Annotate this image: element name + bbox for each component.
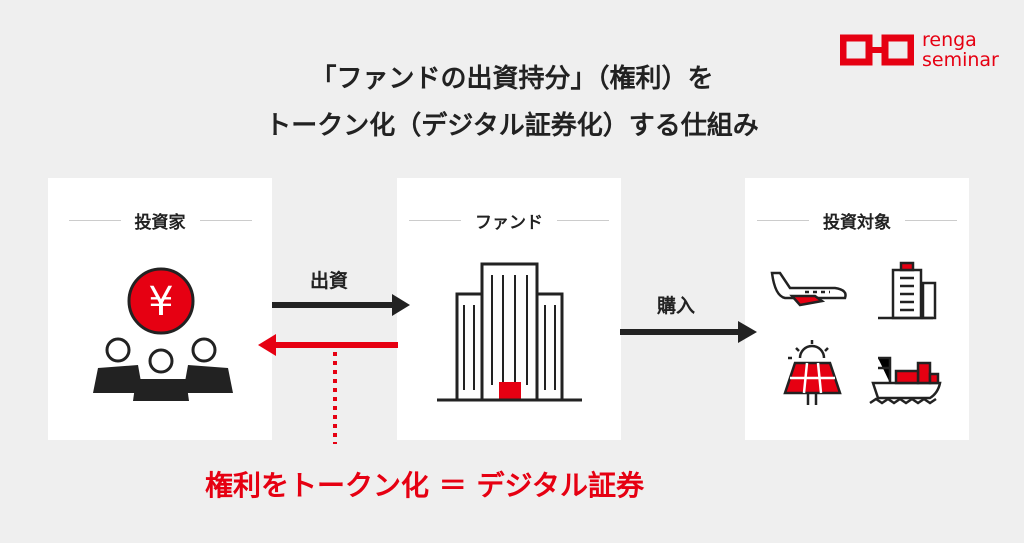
solar-panel-icon [783, 340, 842, 405]
investment-icons [770, 261, 942, 405]
investment-target-card: 投資対象 [745, 178, 969, 440]
investor-label: 投資家 [134, 213, 186, 233]
renga-logo-icon [840, 34, 914, 66]
purchase-arrow [620, 321, 757, 343]
office-buildings-icon [878, 261, 937, 320]
yen-icon: ¥ [148, 279, 173, 325]
dotted-line [333, 352, 337, 444]
investor-card: 投資家 ¥ [48, 178, 272, 440]
cargo-ship-icon [869, 356, 942, 405]
airplane-icon [770, 271, 847, 307]
fund-card: ファンド [397, 178, 621, 440]
title-line1: 「ファンドの出資持分」（権利）を [310, 64, 714, 94]
invest-label: 出資 [310, 270, 349, 292]
building-icon [437, 262, 582, 402]
caption: 権利をトークン化 ＝ デジタル証券 [205, 469, 644, 502]
title-line2: トークン化（デジタル証券化）する仕組み [265, 111, 759, 141]
investment-target-label: 投資対象 [823, 213, 891, 233]
logo-line2: seminar [922, 49, 999, 71]
investors-icon: ¥ [93, 267, 233, 401]
logo-line1: renga [922, 29, 977, 51]
fund-label: ファンド [475, 213, 543, 233]
rights-arrow [258, 334, 398, 356]
invest-arrow [272, 294, 410, 316]
purchase-label: 購入 [657, 295, 696, 317]
